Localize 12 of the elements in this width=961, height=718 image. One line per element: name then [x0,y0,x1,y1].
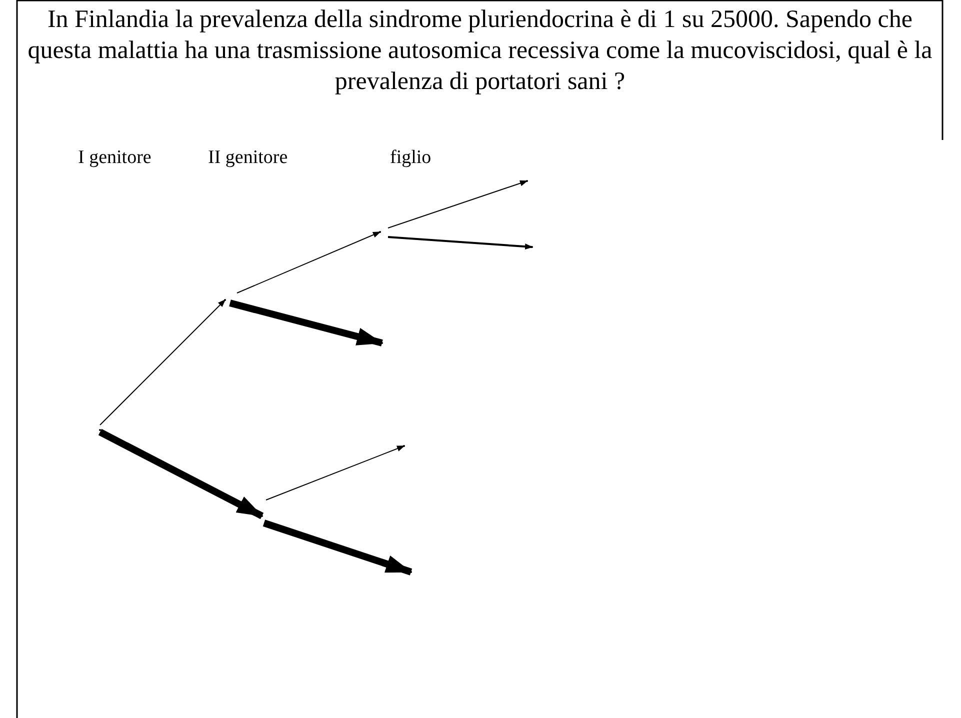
arrow [236,232,381,294]
arrow [229,300,383,346]
column-heading: figlio [390,147,432,169]
arrow [388,180,528,228]
arrow [98,428,264,520]
arrow [266,446,405,500]
column-heading: I genitore [78,147,152,169]
column-heading: II genitore [208,147,288,169]
question-text: In Finlandia la prevalenza della sindrome pluriendocrina è di 1 su 25000. Sapendo che questa malattia ha una trasmissione autosomica recessiva come la mucoviscidosi, qual è la prevalenza di portatori sani ? [26,5,934,97]
arrow [262,520,412,576]
arrow [100,299,226,426]
arrow [388,236,533,250]
